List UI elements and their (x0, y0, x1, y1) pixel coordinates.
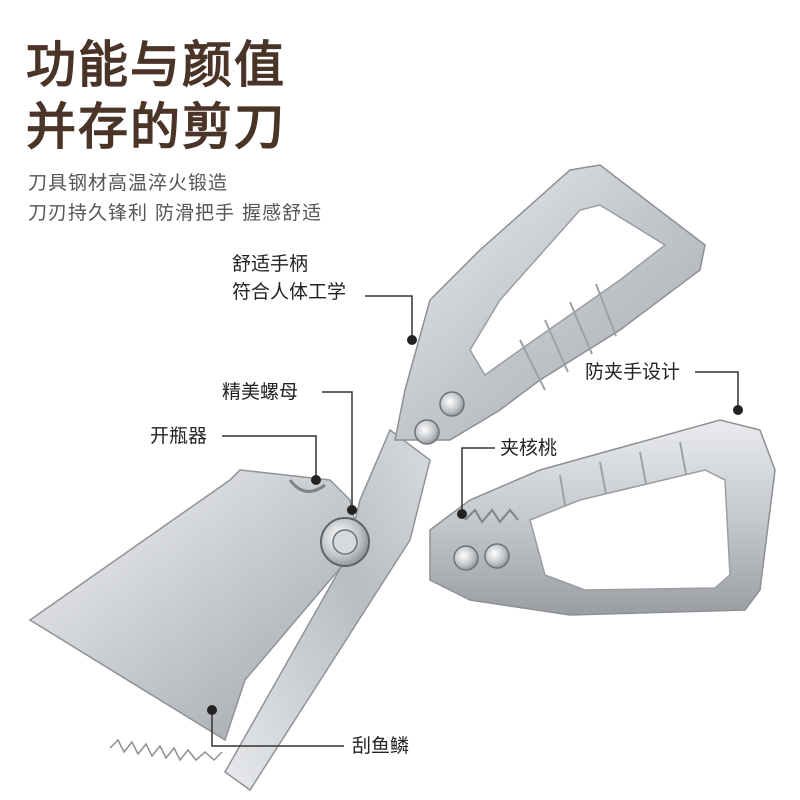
subtitle-line-2: 刀刃持久锋利 防滑把手 握感舒适 (28, 202, 323, 224)
lower-grip-ridges (559, 441, 687, 506)
headline-line-2: 并存的剪刀 (26, 98, 286, 156)
leader-lines (211, 295, 739, 747)
callout-nut: 精美螺母 (222, 381, 299, 403)
lower-rivets (453, 543, 510, 571)
callout-bottle-opener: 开瓶器 (150, 425, 208, 447)
subtitle-line-1: 刀具钢材高温淬火锻造 (28, 172, 229, 194)
lower-handle-opening (529, 469, 731, 591)
callout-handle-line-2: 符合人体工学 (232, 281, 347, 303)
callout-handle: 舒适手柄 符合人体工学 (232, 250, 346, 306)
upper-rivets (414, 391, 465, 445)
bottle-opener-notch (288, 479, 326, 493)
subtitle: 刀具钢材高温淬火锻造 刀刃持久锋利 防滑把手 握感舒适 (28, 168, 322, 228)
walnut-cracker-teeth (464, 508, 519, 524)
lower-blade (28, 469, 361, 742)
upper-blade (224, 428, 431, 792)
upper-grip-ridges (519, 283, 617, 391)
headline: 功能与颜值 并存的剪刀 (26, 34, 286, 158)
callout-fish-scale: 刮鱼鳞 (352, 735, 410, 757)
fish-scale-serration (109, 738, 223, 762)
pivot-nut-icon (320, 517, 370, 567)
callout-handle-line-1: 舒适手柄 (232, 253, 309, 275)
upper-handle-opening (469, 204, 667, 377)
callout-anti-pinch: 防夹手设计 (585, 361, 681, 383)
callout-walnut: 夹核桃 (500, 437, 558, 459)
leader-dots (207, 335, 743, 715)
headline-line-1: 功能与颜值 (26, 36, 286, 94)
